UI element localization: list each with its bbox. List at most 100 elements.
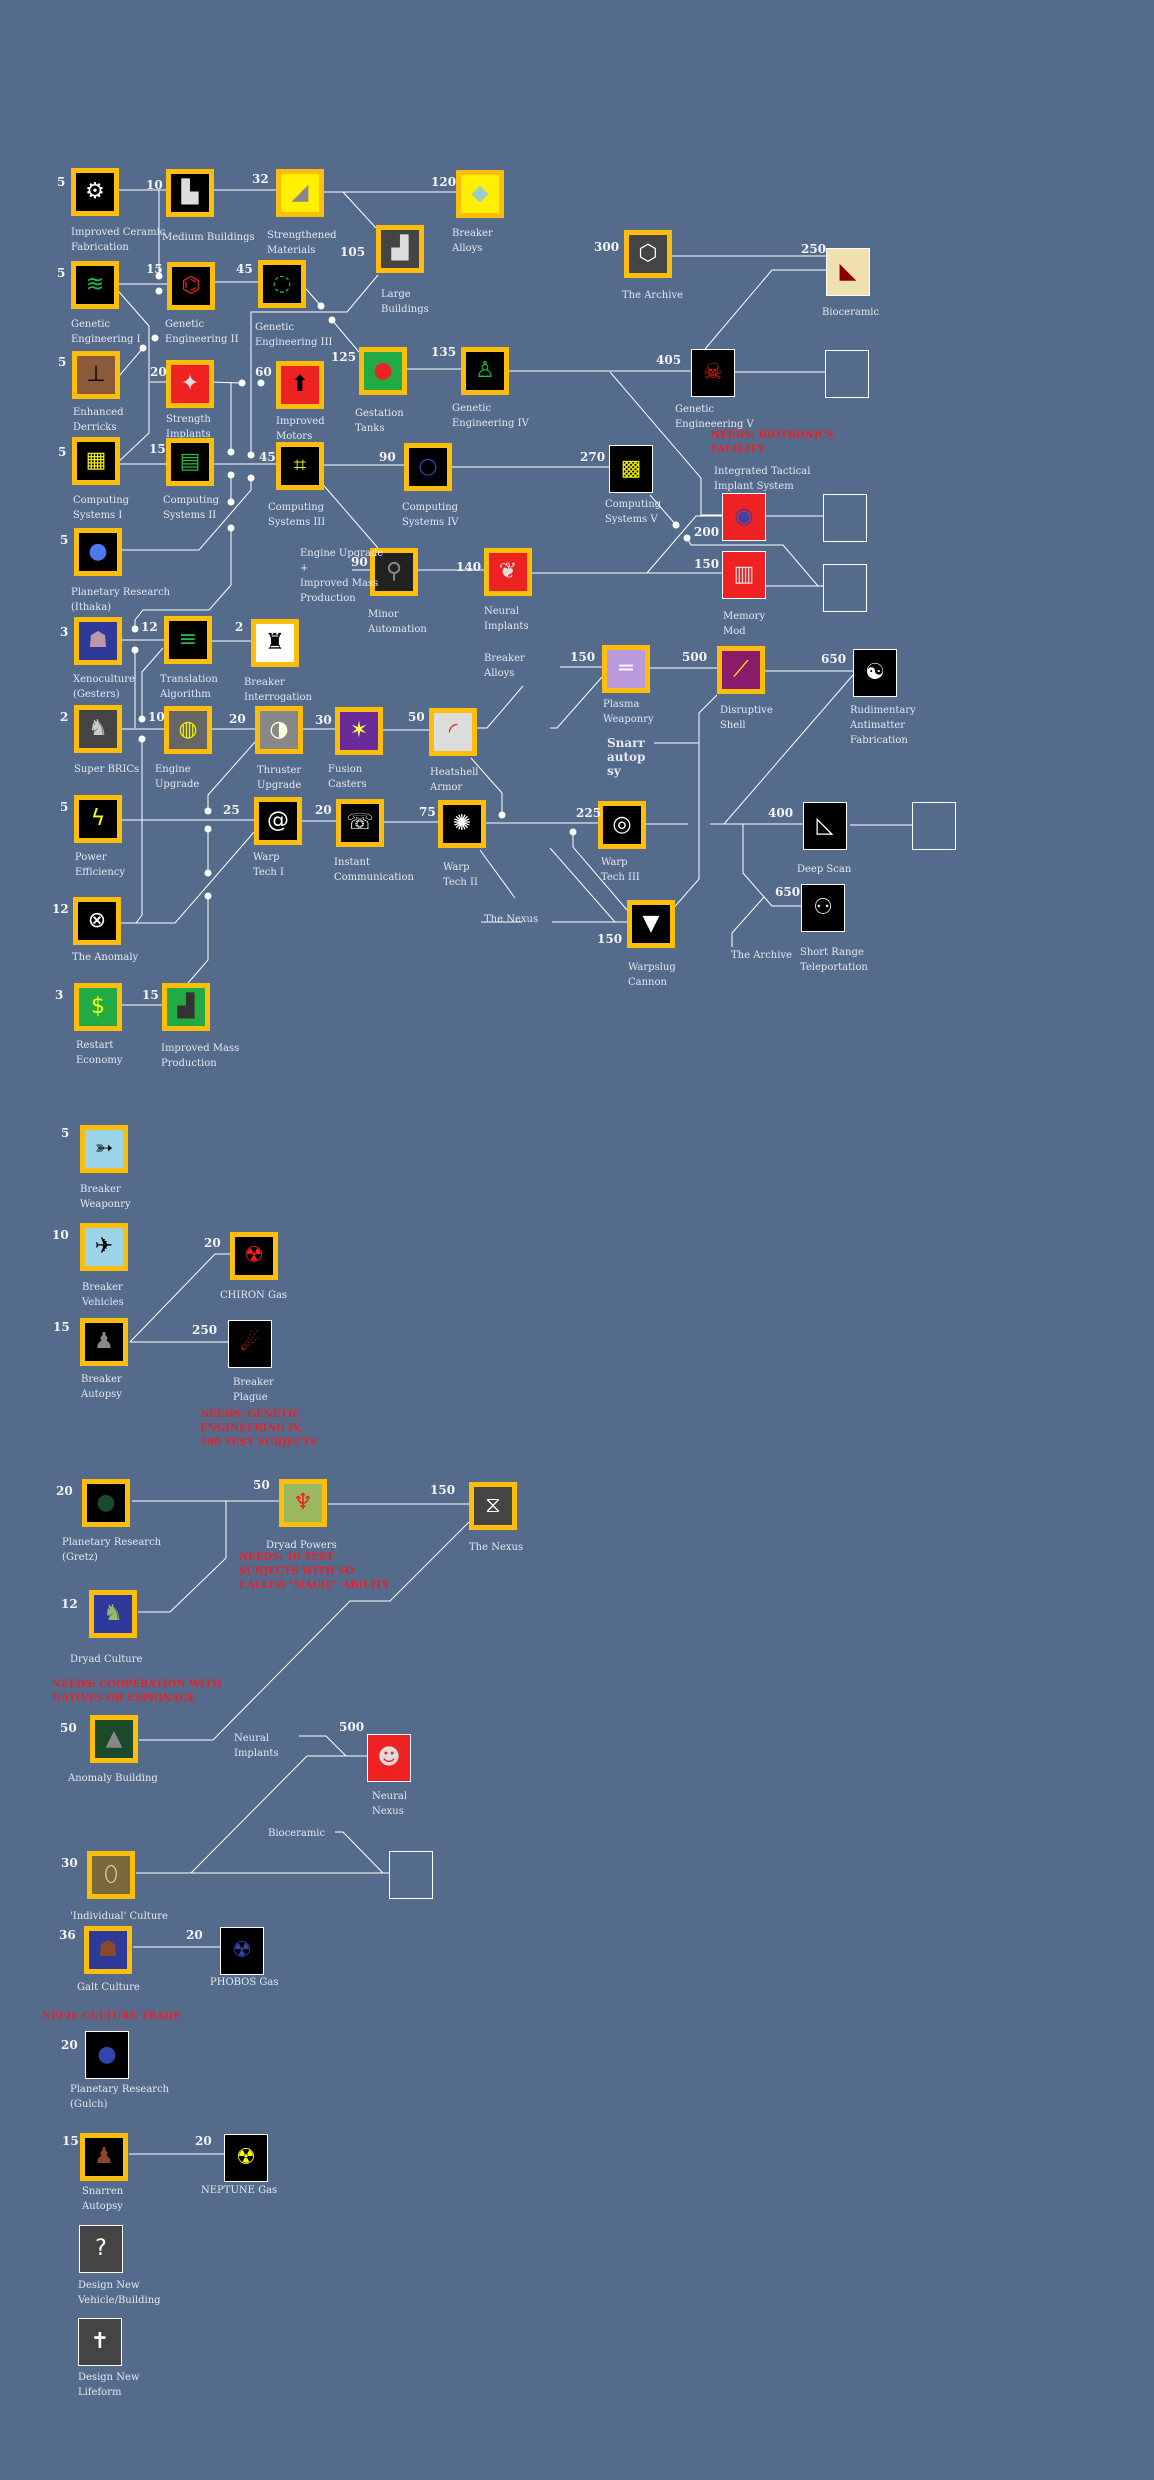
- tech-node[interactable]: ♜: [251, 619, 299, 667]
- tech-node[interactable]: ☏: [336, 799, 384, 847]
- tech-cost: 150: [570, 650, 596, 664]
- tech-label: Computing Systems II: [163, 495, 220, 521]
- tech-node[interactable]: ≡: [164, 616, 212, 664]
- tech-node[interactable]: ⚲: [370, 548, 418, 596]
- tech-node[interactable]: ═: [602, 645, 650, 693]
- tech-node[interactable]: ➳: [80, 1125, 128, 1173]
- tech-node[interactable]: ◢: [276, 169, 324, 217]
- connector-line: [470, 757, 503, 815]
- tech-node[interactable]: ◍: [164, 706, 212, 754]
- tech-node[interactable]: ♙: [461, 347, 509, 395]
- tech-node[interactable]: ☢: [224, 2134, 268, 2182]
- tech-node[interactable]: ♞: [89, 1590, 137, 1638]
- tech-node[interactable]: ✈: [80, 1223, 128, 1271]
- tech-node[interactable]: ▼: [627, 900, 675, 948]
- tech-label: Breaker Plague: [233, 1377, 274, 1403]
- empty-tech-slot[interactable]: [912, 802, 956, 850]
- tech-node[interactable]: ◣: [826, 248, 870, 296]
- empty-tech-slot[interactable]: [389, 1851, 433, 1899]
- connector-line: [141, 647, 164, 719]
- tech-node[interactable]: ☢: [230, 1232, 278, 1280]
- connector-dot: [131, 625, 139, 633]
- tech-cost: 5: [60, 533, 69, 547]
- tech-node[interactable]: ◺: [803, 802, 847, 850]
- tech-node[interactable]: ▤: [166, 438, 214, 486]
- tech-node[interactable]: ◉: [722, 493, 766, 541]
- tech-node[interactable]: ⬡: [624, 230, 672, 278]
- tech-node[interactable]: ♟: [80, 2133, 128, 2181]
- tech-node[interactable]: ✺: [438, 800, 486, 848]
- tech-node[interactable]: ◌: [258, 260, 306, 308]
- tech-node[interactable]: ▩: [609, 445, 653, 493]
- tech-node[interactable]: ≋: [71, 261, 119, 309]
- tech-node[interactable]: ◆: [456, 170, 504, 218]
- crystal-icon: ◆: [471, 181, 489, 206]
- tech-cost: 20: [61, 2038, 78, 2052]
- empty-tech-slot[interactable]: [825, 350, 869, 398]
- tech-node[interactable]: ▙: [166, 169, 214, 217]
- humanoid-dna-icon: ♙: [475, 358, 495, 383]
- connector-dot: [672, 521, 680, 529]
- tech-node[interactable]: ⧖: [469, 1482, 517, 1530]
- tech-node[interactable]: ⌗: [276, 442, 324, 490]
- tech-node[interactable]: ○: [404, 443, 452, 491]
- gas-icon: ☢: [232, 1938, 252, 1963]
- tech-node[interactable]: ▦: [72, 437, 120, 485]
- tech-node[interactable]: ◜: [429, 708, 477, 756]
- tech-node[interactable]: ⚇: [801, 884, 845, 932]
- tech-label: Genetic Engineering I: [71, 319, 141, 345]
- empty-tech-slot[interactable]: [823, 564, 867, 612]
- tech-node[interactable]: ▥: [722, 551, 766, 599]
- tech-node[interactable]: ☯: [853, 649, 897, 697]
- tech-node[interactable]: ❦: [484, 548, 532, 596]
- tech-label: Breaker Interrogation: [244, 677, 312, 703]
- connector-line: [669, 694, 718, 913]
- tech-node[interactable]: ⌬: [167, 262, 215, 310]
- tech-cost: 10: [52, 1228, 69, 1242]
- tech-node[interactable]: ▟: [162, 983, 210, 1031]
- connector-line: [342, 191, 377, 229]
- tech-node[interactable]: ☗: [74, 617, 122, 665]
- tech-node[interactable]: ⬆: [276, 361, 324, 409]
- yin-yang-icon: ☯: [865, 660, 885, 685]
- tech-node[interactable]: ☻: [367, 1734, 411, 1782]
- tech-node[interactable]: ☠: [691, 349, 735, 397]
- tech-node[interactable]: ◎: [598, 801, 646, 849]
- tech-node[interactable]: ♞: [74, 705, 122, 753]
- tech-node[interactable]: ⊥: [72, 351, 120, 399]
- tech-node[interactable]: ◑: [255, 706, 303, 754]
- tech-node[interactable]: ♟: [80, 1318, 128, 1366]
- tech-node[interactable]: ●: [82, 1479, 130, 1527]
- tech-label: CHIRON Gas: [220, 1290, 288, 1301]
- tech-node[interactable]: ☗: [84, 1926, 132, 1974]
- tech-node[interactable]: @: [254, 797, 302, 845]
- connector-dot: [498, 811, 506, 819]
- tech-node[interactable]: ☢: [220, 1927, 264, 1975]
- tech-cost: 400: [768, 806, 794, 820]
- tech-node[interactable]: ✦: [166, 360, 214, 408]
- tech-node[interactable]: ⬯: [87, 1851, 135, 1899]
- tech-node[interactable]: ✶: [335, 707, 383, 755]
- eye-icon: ◉: [734, 504, 754, 529]
- prerequisite-reference: Engine Upgrade + Improved Mass Productio…: [300, 548, 384, 604]
- tech-node[interactable]: ●: [85, 2031, 129, 2079]
- circuit-icon: ▩: [620, 456, 642, 481]
- mask-icon: ⬯: [104, 1862, 118, 1887]
- tech-node[interactable]: ⟋: [717, 646, 765, 694]
- tech-node[interactable]: ▲: [90, 1715, 138, 1763]
- tech-node[interactable]: ▟: [376, 225, 424, 273]
- connector-dot: [151, 334, 159, 342]
- tech-node[interactable]: ●: [74, 528, 122, 576]
- tech-node[interactable]: ?: [79, 2225, 123, 2273]
- tech-node[interactable]: ♆: [279, 1479, 327, 1527]
- tech-node[interactable]: ⊗: [73, 897, 121, 945]
- empty-tech-slot[interactable]: [823, 494, 867, 542]
- tech-node[interactable]: ☄: [228, 1320, 272, 1368]
- cell-icon: ◌: [272, 271, 292, 296]
- tech-node[interactable]: $: [74, 983, 122, 1031]
- tech-node[interactable]: ●: [359, 347, 407, 395]
- tech-node[interactable]: ⚙: [71, 168, 119, 216]
- snarren-icon: ♟: [94, 2144, 114, 2169]
- tech-node[interactable]: ✝: [78, 2318, 122, 2366]
- tech-node[interactable]: ϟ: [74, 795, 122, 843]
